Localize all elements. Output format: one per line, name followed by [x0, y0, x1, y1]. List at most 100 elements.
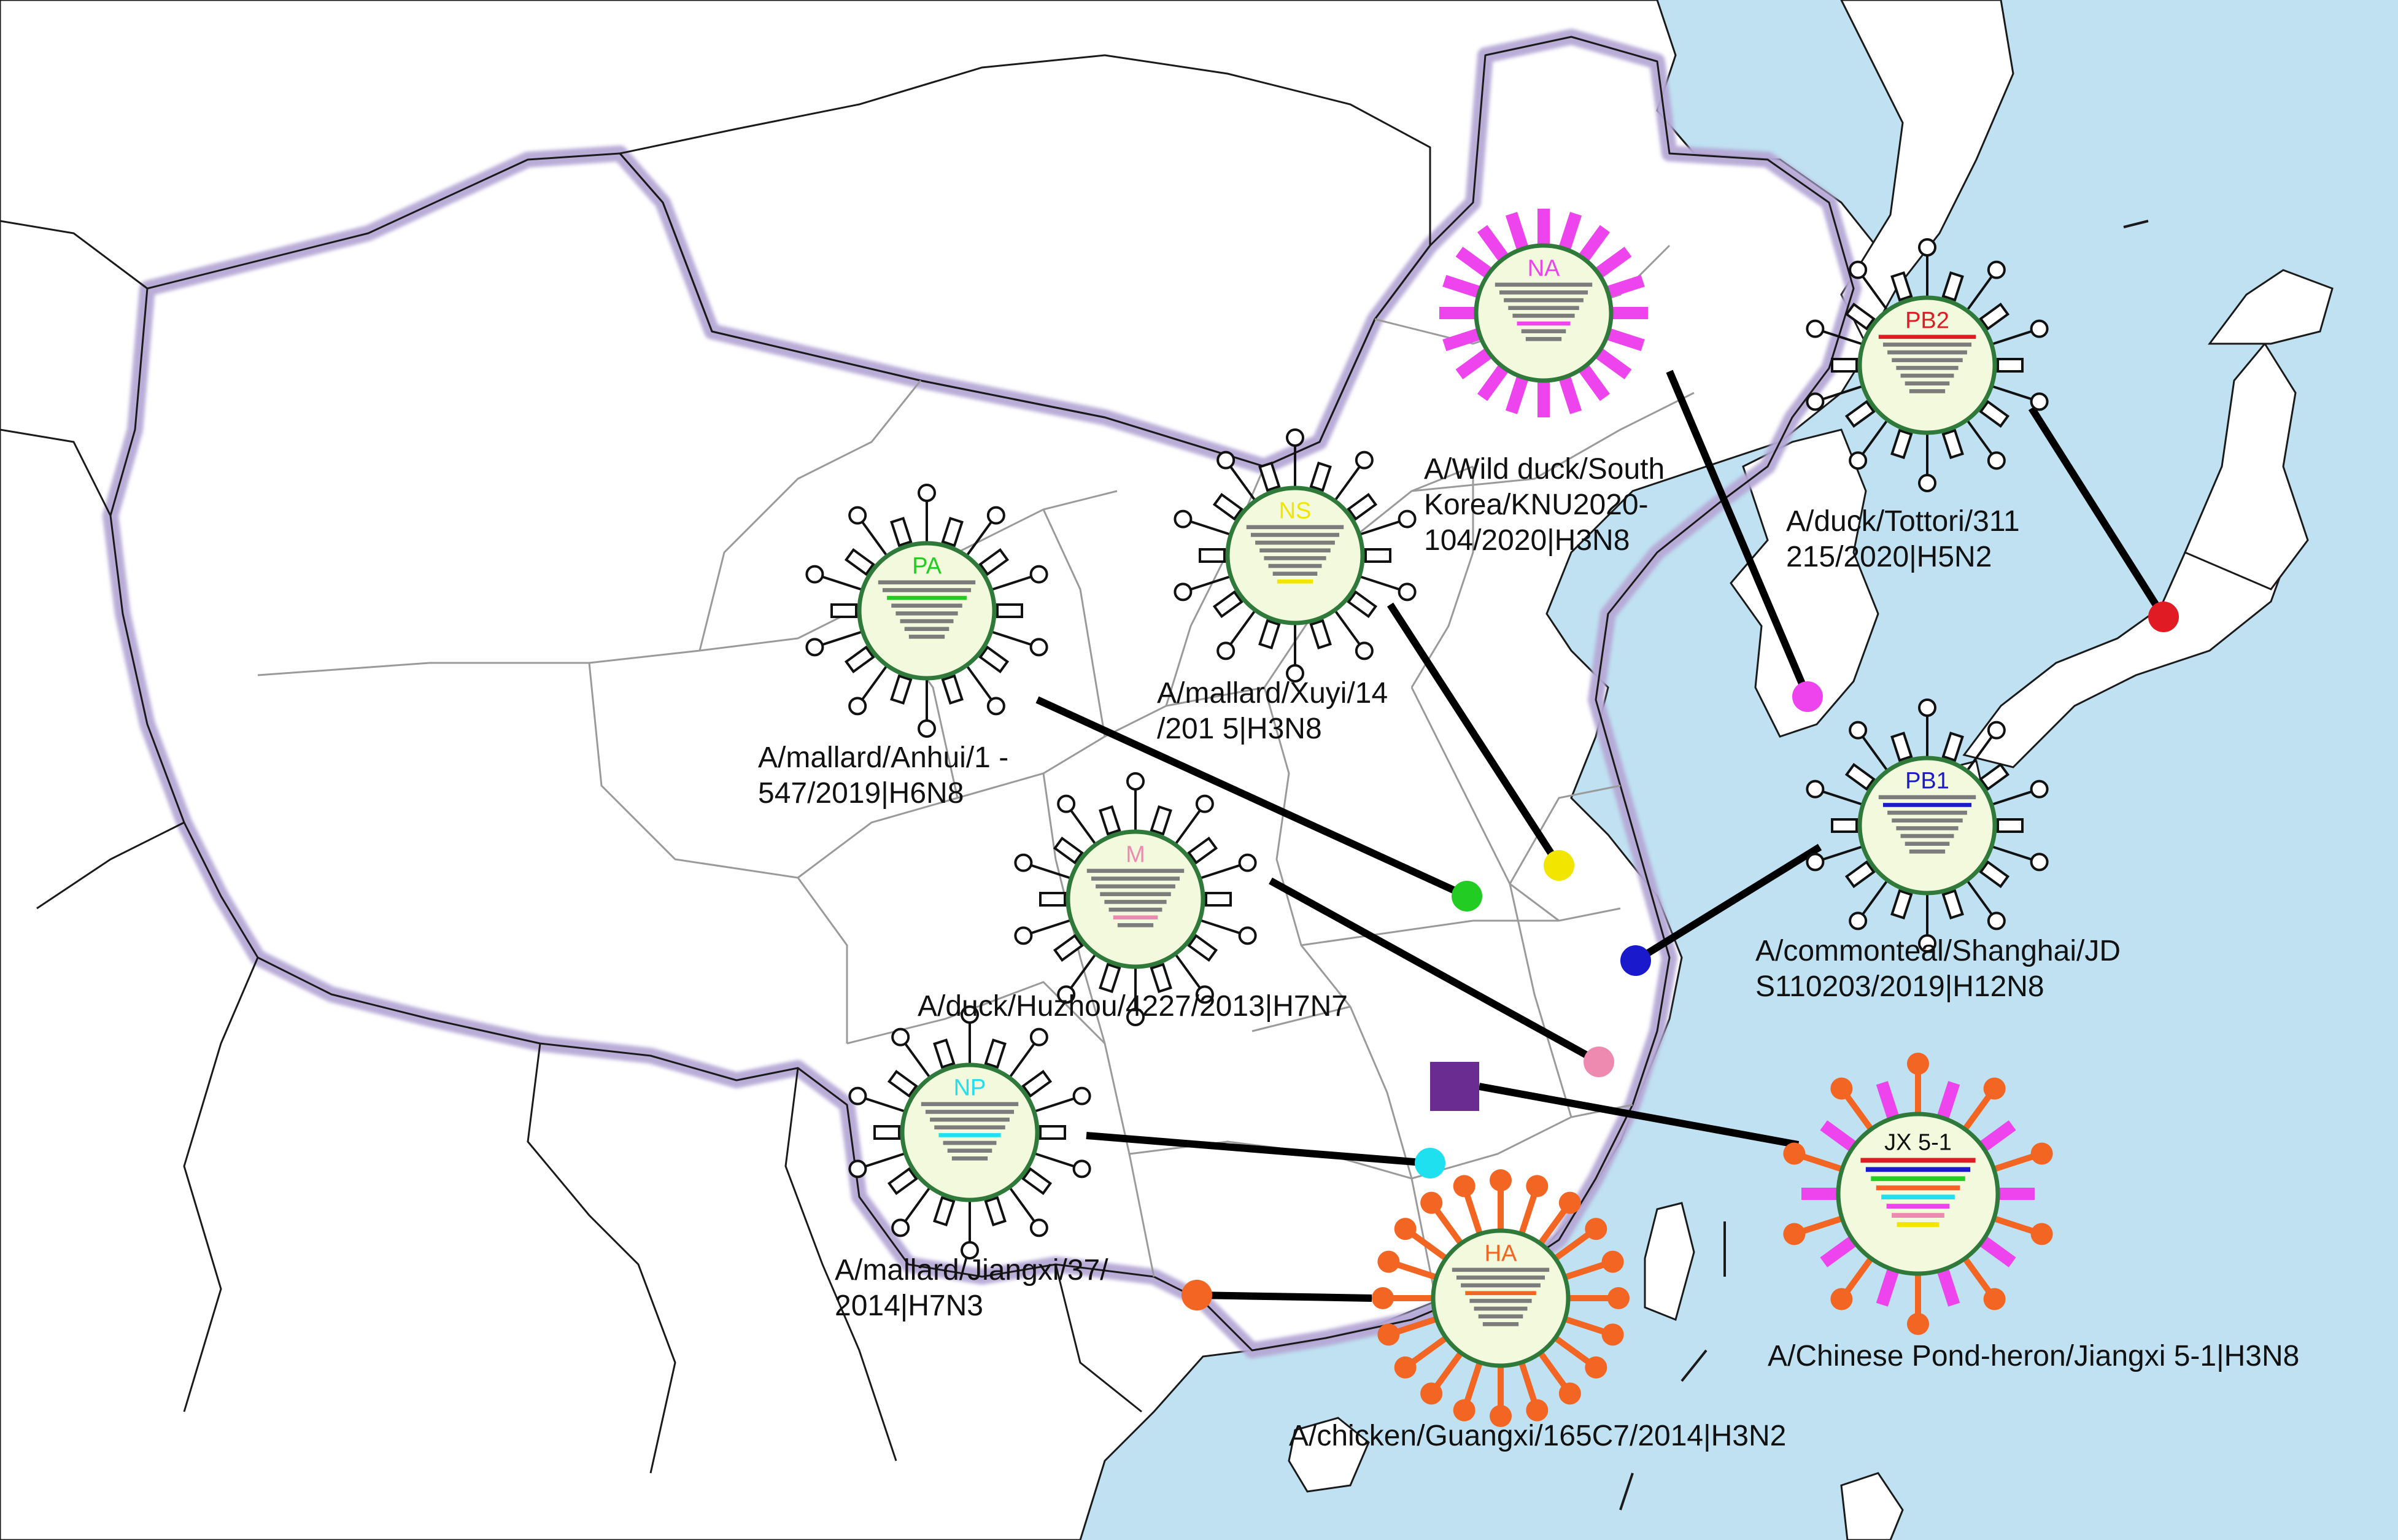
japan-honshu — [1962, 527, 2297, 768]
spike — [1822, 845, 1864, 861]
spike — [1358, 520, 1401, 536]
segment-bar — [1478, 1314, 1523, 1318]
spike — [933, 1038, 956, 1069]
spike — [1606, 274, 1645, 298]
spike — [1030, 864, 1072, 880]
sea-boundary-dashes — [1619, 220, 2149, 1511]
spike-head — [961, 1241, 979, 1259]
segment-bar — [1113, 915, 1158, 919]
spike-head — [1372, 1287, 1394, 1309]
spike — [1069, 953, 1097, 989]
spike-head — [805, 638, 824, 657]
segment-bar — [1461, 1283, 1541, 1288]
virion-ha: HA — [1372, 1169, 1630, 1427]
spike — [864, 1097, 907, 1113]
spike — [1394, 1316, 1437, 1336]
location-markers — [1182, 602, 2179, 1310]
taiwan — [1644, 1202, 1695, 1321]
spike — [861, 664, 888, 701]
spike — [1979, 860, 2010, 888]
spike — [1442, 328, 1482, 352]
segment-bar — [1108, 907, 1162, 912]
spike — [1199, 864, 1241, 880]
philippines — [1840, 1472, 1904, 1540]
spike — [864, 1152, 907, 1168]
spike — [1205, 892, 1232, 907]
spike — [1347, 493, 1378, 521]
spike — [1229, 465, 1256, 502]
spike — [1941, 731, 1964, 762]
spike — [1553, 1335, 1592, 1366]
spike-head — [1849, 260, 1868, 279]
spike — [1433, 1351, 1464, 1390]
spike-head — [805, 565, 824, 584]
segment-bar — [1860, 1158, 1976, 1163]
spike — [1941, 428, 1964, 460]
marker-jx-5-1 — [1430, 1062, 1479, 1111]
segment-bar — [1905, 381, 1950, 385]
segment-bar — [1495, 282, 1593, 287]
segment-bar — [951, 1156, 988, 1161]
spike — [978, 548, 1010, 576]
segment-bar — [1865, 1167, 1971, 1172]
spike — [1979, 763, 2010, 791]
spike — [1800, 1153, 1843, 1172]
spike — [1199, 919, 1241, 935]
spike — [1564, 1316, 1607, 1336]
connector-np — [1086, 1132, 1431, 1167]
spike-head — [1216, 641, 1236, 660]
spike — [1990, 330, 2033, 346]
spike — [844, 645, 875, 673]
spike-head — [1918, 934, 1936, 953]
spike — [1990, 790, 2033, 806]
spike — [1150, 962, 1172, 994]
marker-pb2 — [2148, 602, 2179, 632]
virion-np: NP — [848, 1005, 1091, 1259]
spike-head — [1014, 853, 1033, 872]
spike-head — [1526, 1175, 1549, 1198]
spike-head — [848, 1159, 867, 1178]
spike — [1309, 619, 1332, 650]
segment-bar — [1876, 1185, 1960, 1191]
spike — [1189, 520, 1232, 536]
marker-pa — [1452, 881, 1482, 911]
virion-envelope — [1431, 1228, 1571, 1368]
spike-head — [891, 1027, 910, 1047]
spike — [1831, 358, 1858, 373]
segment-bar — [1272, 571, 1318, 576]
spike-head — [1918, 698, 1936, 717]
segment-bar — [1909, 849, 1946, 854]
spike-head — [1830, 1077, 1853, 1100]
mongolia-border — [618, 54, 1431, 468]
segment-bar — [1525, 337, 1562, 341]
virion-na: NA — [1439, 209, 1648, 417]
segment-bar — [904, 627, 950, 631]
strain-label-ha: A/chicken/Guangxi/165C7/2014|H3N2 — [1289, 1420, 1786, 1452]
spike — [887, 1167, 918, 1195]
segment-bar — [1909, 389, 1946, 393]
spike — [1876, 1081, 1900, 1120]
segment-bar — [1896, 366, 1959, 370]
segment-bar — [1100, 892, 1171, 897]
spike — [1993, 1153, 2036, 1172]
spike-head — [1420, 1382, 1443, 1405]
spike-head — [1072, 1086, 1091, 1105]
segment-bar — [943, 1140, 997, 1145]
spike — [990, 575, 1032, 591]
segment-bar — [1246, 525, 1344, 530]
spike — [1564, 1261, 1607, 1280]
spike-head — [1907, 1313, 1929, 1335]
spike — [1039, 892, 1066, 907]
segment-bar — [1892, 818, 1963, 823]
spike-head — [1377, 1323, 1400, 1346]
segment-bar — [895, 611, 958, 616]
spike — [1890, 889, 1913, 920]
spike — [830, 603, 857, 618]
spike-head — [2030, 1142, 2053, 1165]
segment-bar — [882, 588, 972, 592]
spike — [1334, 465, 1361, 502]
segment-bar — [1086, 869, 1185, 873]
spike — [1442, 274, 1482, 298]
segment-bar — [921, 1102, 1019, 1107]
